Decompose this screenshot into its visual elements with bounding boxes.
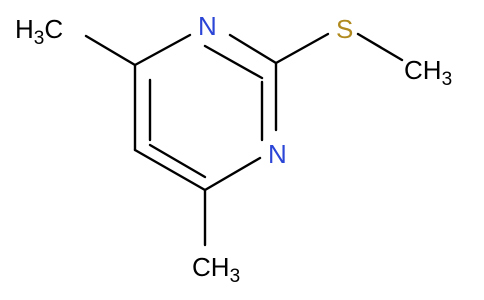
bond-c4-n3: [133, 33, 192, 67]
sulfur-label: S: [336, 14, 353, 44]
methyl-label-top-left: H3C: [15, 14, 63, 49]
bond-c6-c5: [133, 148, 207, 192]
nitrogen-label-top: N: [198, 11, 217, 41]
atom-label-group: H3C N S CH3 N CH3: [15, 11, 452, 287]
methyl-label-right: CH3: [404, 55, 452, 90]
bond-inner-1: [203, 44, 264, 80]
bond-n1-c6: [203, 156, 262, 192]
bond-n3-c2: [228, 33, 278, 65]
bond-s-methyl: [356, 32, 404, 62]
nitrogen-label-right: N: [268, 139, 287, 169]
bond-inner-4: [148, 143, 207, 179]
bond-c4-methyl: [84, 34, 137, 67]
bond-c2-s: [274, 32, 330, 65]
methyl-label-bottom: CH3: [192, 252, 240, 287]
bond-group: [84, 32, 404, 247]
